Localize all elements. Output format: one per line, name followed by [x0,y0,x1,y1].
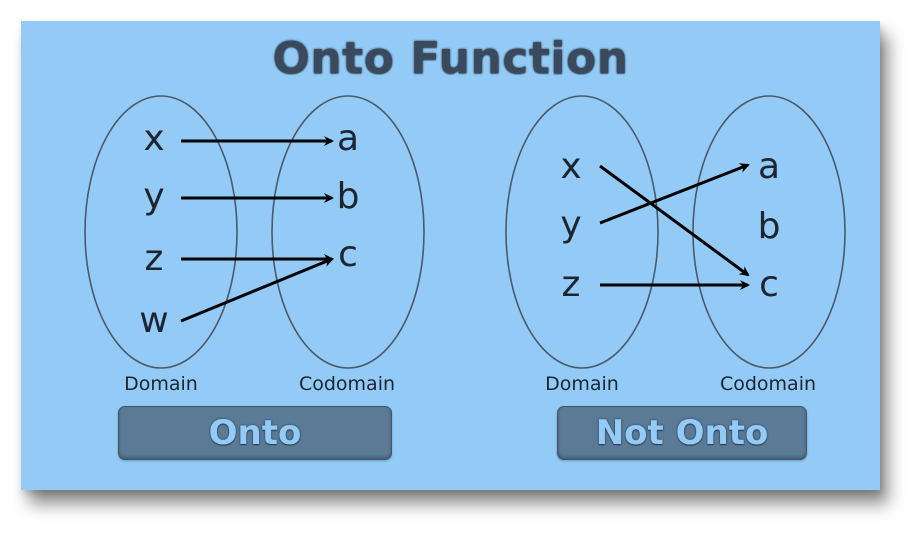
domain-label: Domain [545,373,619,395]
domain-set-ellipse [505,95,659,369]
domain-element-y: y [560,204,581,245]
onto-label-badge: Onto [118,406,392,460]
domain-label: Domain [124,373,198,395]
domain-element-z: z [562,264,581,305]
codomain-element-b: b [758,206,781,247]
mapping-arrow-y-a [599,163,750,225]
domain-element-w: w [139,300,168,341]
not-onto-diagram: x y z a b c Domain Codomain [505,95,846,395]
codomain-set-ellipse [692,95,846,369]
codomain-label: Codomain [720,373,816,395]
onto-diagram: x y z w a b c Domain Codomain [84,95,425,395]
codomain-element-c: c [338,234,358,275]
domain-element-z: z [145,238,164,279]
not-onto-label-badge: Not Onto [557,406,807,460]
domain-element-x: x [560,146,581,187]
onto-function-card: Onto Function Onto Not Onto [21,21,880,490]
domain-element-y: y [143,176,164,217]
codomain-element-b: b [337,176,360,217]
codomain-element-a: a [337,118,359,159]
codomain-set-ellipse [271,95,425,369]
codomain-element-a: a [758,146,780,187]
codomain-label: Codomain [299,373,395,395]
mapping-arrow-x-c [599,164,750,277]
domain-element-x: x [143,118,164,159]
codomain-element-c: c [759,264,779,305]
domain-set-ellipse [84,95,238,369]
diagram-title: Onto Function [272,33,629,84]
mapping-arrow-w-c [180,257,334,323]
